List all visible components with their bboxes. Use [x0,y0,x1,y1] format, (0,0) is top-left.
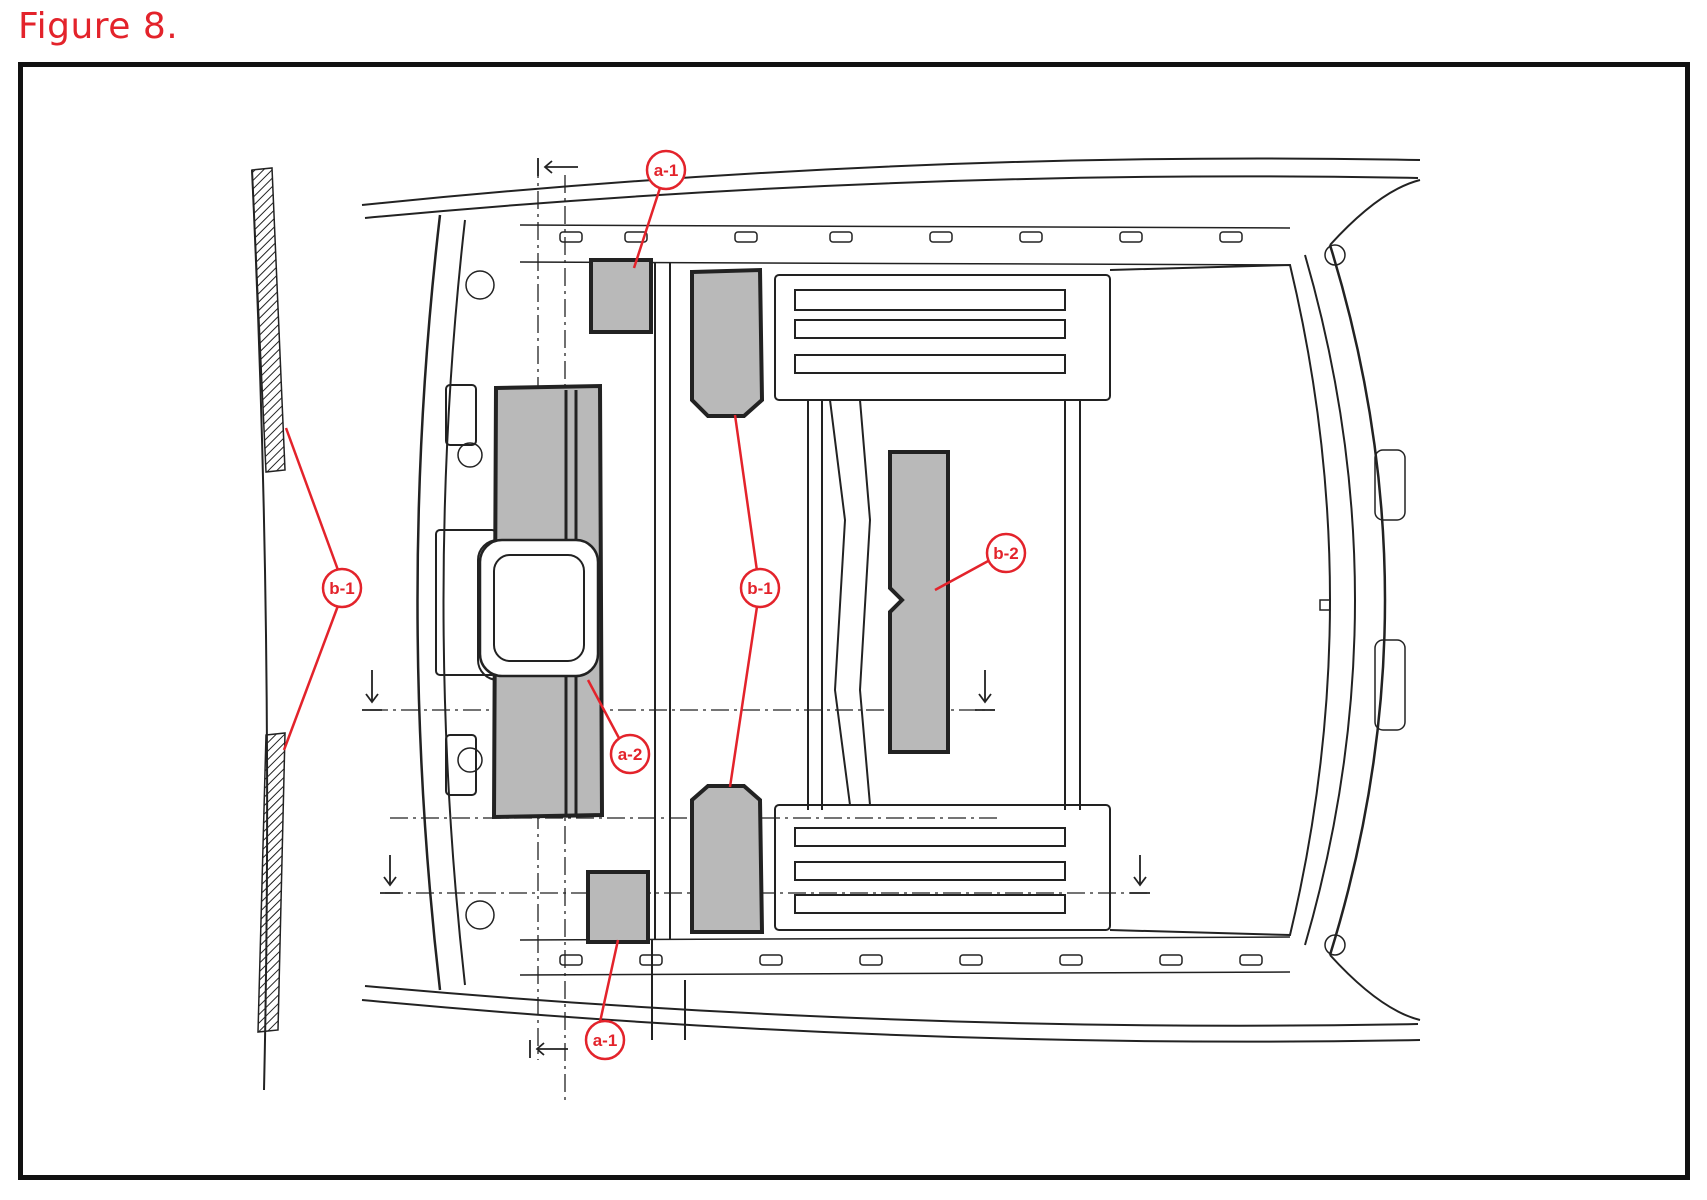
section-arrows [362,158,1150,1058]
callout-a1-top: a-1 [645,149,687,191]
leader-lines [282,187,991,1023]
callout-a1-bottom: a-1 [584,1019,626,1061]
pad-b1-bottom [690,784,765,934]
roof-bows [651,262,1081,1040]
side-section-view [251,167,286,1091]
pad-b1-top [690,267,765,418]
pad-a1-top [589,258,653,334]
roof-outline [361,157,1421,1043]
figure-title: Figure 8. [18,6,179,47]
rail-details [457,231,1406,966]
callout-label: a-1 [654,161,679,180]
callout-label: b-2 [993,544,1019,563]
callout-b2: b-2 [985,532,1027,574]
callout-label: a-1 [593,1031,618,1050]
callout-b1-left: b-1 [321,567,363,609]
pad-b2 [888,450,950,754]
callout-a2: a-2 [609,733,651,775]
sunroof-mechanism [774,274,1111,931]
rear-access-opening [478,538,600,678]
callout-label: b-1 [329,579,355,598]
pad-a1-bottom [586,870,650,944]
callout-label: a-2 [618,745,643,764]
callout-label: b-1 [747,579,773,598]
figure-frame [18,62,1690,1180]
callout-b1-center: b-1 [739,567,781,609]
